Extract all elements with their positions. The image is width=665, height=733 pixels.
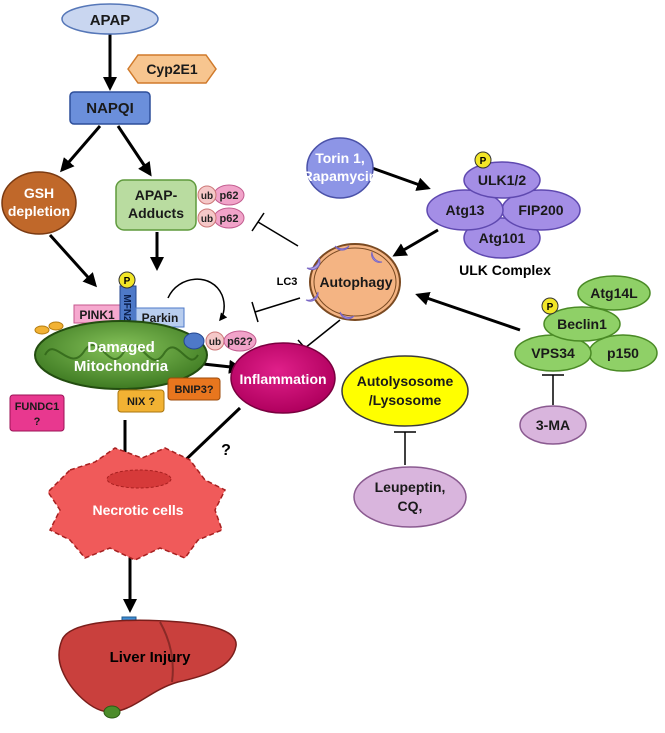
gsh-label: GSH (24, 185, 54, 201)
depletion-label: depletion (8, 203, 70, 219)
arrow-napqi-gsh (60, 125, 102, 173)
inhibit-autophagy-mito (251, 297, 301, 323)
arrow-torin-ulk (371, 166, 431, 191)
leupeptin-line2: CQ, (398, 498, 423, 514)
three-ma-label: 3-MA (536, 417, 570, 433)
p62-label: p62 (220, 213, 239, 225)
inflammation-node: Inflammation (230, 342, 336, 414)
mfn2-label: MFN2 (121, 294, 132, 322)
p-label: P (480, 156, 487, 167)
fundc1-line2: ? (34, 416, 41, 428)
arrow-napqi-adducts (116, 125, 152, 177)
mito-line2: Mitochondria (74, 358, 169, 375)
autolysosome-line2: /Lysosome (369, 392, 442, 408)
gsh-depletion-node: GSH depletion (1, 171, 77, 235)
ulk-complex-label: ULK Complex (459, 262, 551, 278)
inhibit-3ma-vps34 (542, 374, 564, 405)
ub-p62-pair-bottom: ub p62 (197, 207, 245, 229)
leupeptin-node: Leupeptin, CQ, (353, 466, 467, 528)
lc3-label: LC3 (277, 276, 298, 288)
damaged-mitochondria-node: Damaged Mitochondria (34, 320, 208, 390)
bnip3-label: BNIP3? (174, 384, 213, 396)
necrotic-cells-node: Necrotic cells (47, 447, 227, 561)
nix-label: NIX ? (127, 396, 155, 408)
autophagy-label: Autophagy (319, 274, 392, 290)
ulk12-node (463, 161, 541, 199)
lc3-crescent (339, 311, 355, 320)
p-label: P (124, 276, 131, 287)
adducts-line2: Adducts (128, 205, 184, 221)
mito-line1: Damaged (87, 339, 155, 356)
p150-label: p150 (607, 345, 639, 361)
ub-label: ub (201, 214, 213, 225)
beclin1-node (543, 306, 621, 342)
atg14l-label: Atg14L (590, 285, 638, 301)
napqi-node: NAPQI (69, 91, 151, 125)
leupeptin-line1: Leupeptin, (375, 479, 446, 495)
p62-question-label: p62? (227, 336, 253, 348)
lc3-crescent (371, 251, 383, 263)
lc3-crescent (334, 245, 350, 251)
three-ma-node: 3-MA (519, 405, 587, 445)
fip200-label: FIP200 (518, 202, 563, 218)
apap-adducts-node: APAP- Adducts (115, 179, 197, 231)
beclin-complex: Atg14L Beclin1 VPS34 p150 P (514, 275, 658, 372)
ub-label: ub (209, 337, 221, 348)
apap-label: APAP (90, 12, 131, 29)
p-label: P (547, 302, 554, 313)
autolysosome-line1: Autolysosome (357, 373, 454, 389)
atg13-label: Atg13 (446, 202, 485, 218)
cyp2e1-label: Cyp2E1 (146, 61, 198, 77)
question-mark-inflammation: ? (221, 442, 231, 459)
autolysosome-node: Autolysosome /Lysosome (341, 355, 469, 427)
torin-line1: Torin 1, (315, 150, 365, 166)
p62-label: p62 (220, 190, 239, 202)
arrow-vps34-autophagy (415, 291, 521, 332)
beclin1-label: Beclin1 (557, 316, 607, 332)
ub-p62-pair-top: ub p62 (197, 184, 245, 206)
arrow-ulk-autophagy (392, 228, 439, 257)
vps34-label: VPS34 (531, 345, 575, 361)
arrow-gsh-mito (48, 233, 98, 288)
napqi-label: NAPQI (86, 100, 134, 117)
gallbladder (103, 705, 121, 719)
atg101-label: Atg101 (479, 230, 526, 246)
bnip3-node: BNIP3? (167, 377, 221, 401)
connectors (48, 34, 564, 613)
liver-node: Liver Injury (58, 616, 237, 719)
inhibit-autophagy-adducts (251, 212, 299, 247)
p-marker-mfn2: P (118, 271, 136, 289)
lc3-crescent (306, 257, 321, 271)
ub-p62-question: ub p62? (183, 330, 257, 352)
atg13-node (426, 189, 504, 231)
apap-node: APAP (61, 3, 159, 35)
ulk-complex: ULK1/2 Atg13 FIP200 Atg101 P (426, 151, 581, 259)
p-marker-ulk (474, 151, 492, 169)
autophagy-node: Autophagy (305, 243, 401, 321)
pink1-label: PINK1 (79, 308, 115, 322)
ulk12-label: ULK1/2 (478, 172, 526, 188)
ub-label: ub (201, 191, 213, 202)
p-marker-beclin (541, 297, 559, 315)
cyp2e1-node: Cyp2E1 (127, 54, 217, 84)
fundc1-node: FUNDC1 ? (9, 394, 65, 432)
necrotic-label: Necrotic cells (92, 502, 183, 518)
atg14l-node (577, 275, 651, 311)
inhibit-leupeptin-lysosome (394, 431, 416, 465)
pink1-node: PINK1 (73, 304, 121, 324)
arrow-parkin-loop (167, 278, 228, 322)
adducts-line1: APAP- (135, 187, 178, 203)
lc3-crescent (305, 291, 319, 302)
torin-node: Torin 1, Rapamycin (303, 137, 378, 199)
liver-injury-label: Liver Injury (110, 649, 192, 666)
inflammation-label: Inflammation (239, 371, 326, 387)
parkin-label: Parkin (142, 311, 179, 325)
fundc1-line1: FUNDC1 (15, 401, 60, 413)
torin-line2: Rapamycin (303, 168, 378, 184)
nix-node: NIX ? (117, 389, 165, 413)
